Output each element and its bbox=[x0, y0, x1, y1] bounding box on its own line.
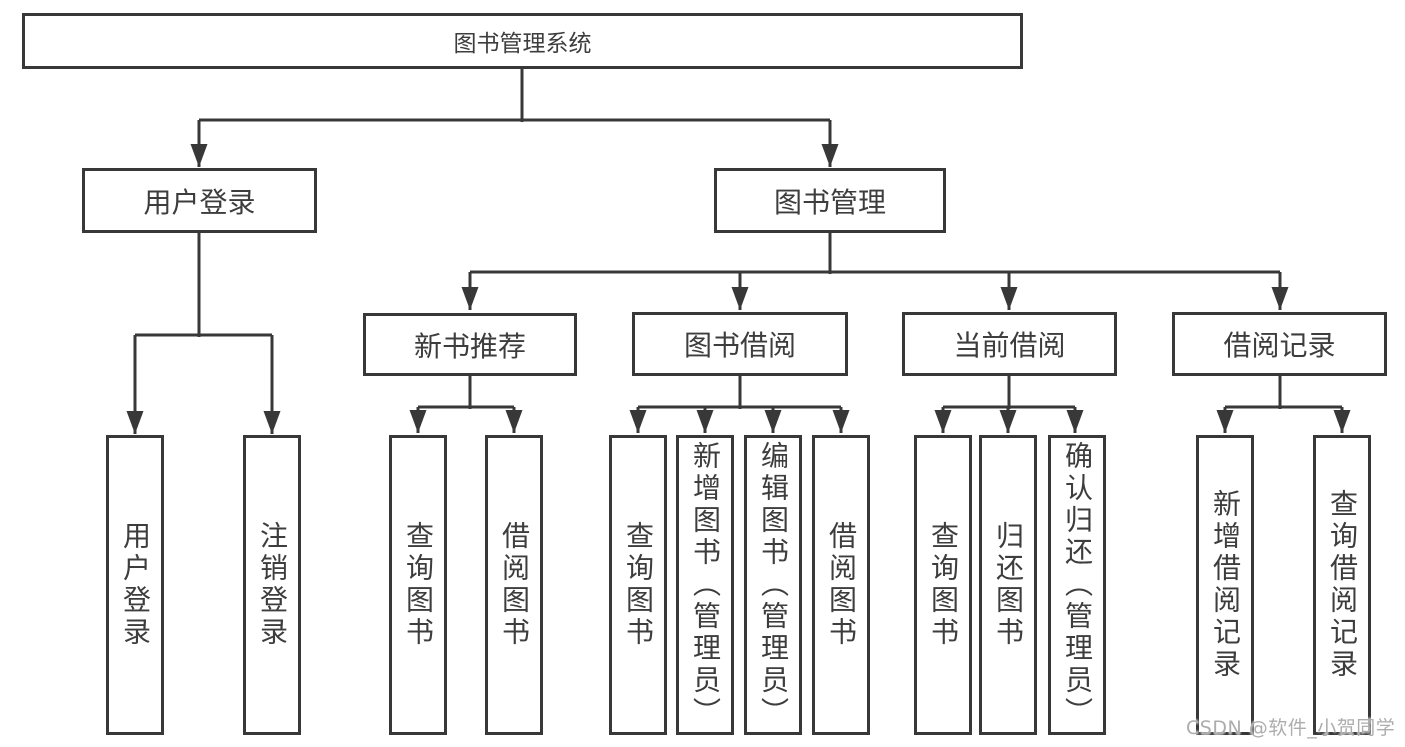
leaf-record-query: 查询借阅记录 bbox=[1313, 435, 1371, 735]
csdn-watermark: CSDN @软件_小贺同学 bbox=[1186, 717, 1396, 739]
leaf-borrow-add-book-label: 新增图书（管理员） bbox=[689, 441, 722, 729]
leaf-borrow-borrow-book: 借阅图书 bbox=[812, 435, 870, 735]
node-current-borrowing: 当前借阅 bbox=[902, 312, 1117, 376]
node-current-borrowing-label: 当前借阅 bbox=[953, 329, 1066, 362]
node-user-login-label: 用户登录 bbox=[143, 185, 256, 219]
leaf-current-return: 归还图书 bbox=[979, 435, 1037, 735]
leaf-borrow-add-book: 新增图书（管理员） bbox=[676, 435, 734, 735]
leaf-current-query-label: 查询图书 bbox=[927, 521, 960, 649]
leaf-record-add: 新增借阅记录 bbox=[1196, 435, 1254, 735]
node-root-label: 图书管理系统 bbox=[453, 31, 592, 57]
leaf-newbook-borrow: 借阅图书 bbox=[485, 435, 543, 735]
edges bbox=[126, 69, 1351, 434]
leaf-borrow-query-label: 查询图书 bbox=[622, 521, 655, 649]
node-borrowing-record-label: 借阅记录 bbox=[1223, 329, 1336, 362]
node-new-book-recommend-label: 新书推荐 bbox=[413, 329, 526, 363]
node-new-book-recommend: 新书推荐 bbox=[363, 313, 577, 376]
leaf-borrow-borrow-book-label: 借阅图书 bbox=[825, 521, 858, 649]
leaf-current-query: 查询图书 bbox=[914, 435, 972, 735]
node-book-management-label: 图书管理 bbox=[773, 185, 886, 219]
leaf-borrow-query: 查询图书 bbox=[609, 435, 667, 735]
leaf-newbook-borrow-label: 借阅图书 bbox=[498, 521, 531, 649]
leaf-borrow-edit-book-label: 编辑图书（管理员） bbox=[757, 441, 790, 729]
leaf-user-login: 用户登录 bbox=[106, 435, 164, 735]
node-book-borrowing: 图书借阅 bbox=[632, 312, 848, 376]
leaf-newbook-query-label: 查询图书 bbox=[402, 521, 435, 649]
leaf-record-query-label: 查询借阅记录 bbox=[1326, 489, 1359, 681]
node-root: 图书管理系统 bbox=[22, 13, 1023, 69]
node-user-login: 用户登录 bbox=[82, 168, 317, 233]
leaf-current-confirm-return: 确认归还（管理员） bbox=[1048, 435, 1106, 735]
node-book-management: 图书管理 bbox=[714, 168, 946, 233]
leaf-newbook-query: 查询图书 bbox=[389, 435, 447, 735]
leaf-user-login-label: 用户登录 bbox=[119, 521, 152, 649]
leaf-logout-label: 注销登录 bbox=[256, 521, 289, 649]
leaf-current-return-label: 归还图书 bbox=[992, 521, 1025, 649]
leaf-record-add-label: 新增借阅记录 bbox=[1209, 489, 1242, 681]
node-borrowing-record: 借阅记录 bbox=[1172, 312, 1387, 376]
leaf-current-confirm-return-label: 确认归还（管理员） bbox=[1061, 441, 1094, 729]
leaf-borrow-edit-book: 编辑图书（管理员） bbox=[744, 435, 802, 735]
node-book-borrowing-label: 图书借阅 bbox=[683, 329, 796, 362]
leaf-logout: 注销登录 bbox=[243, 435, 301, 735]
